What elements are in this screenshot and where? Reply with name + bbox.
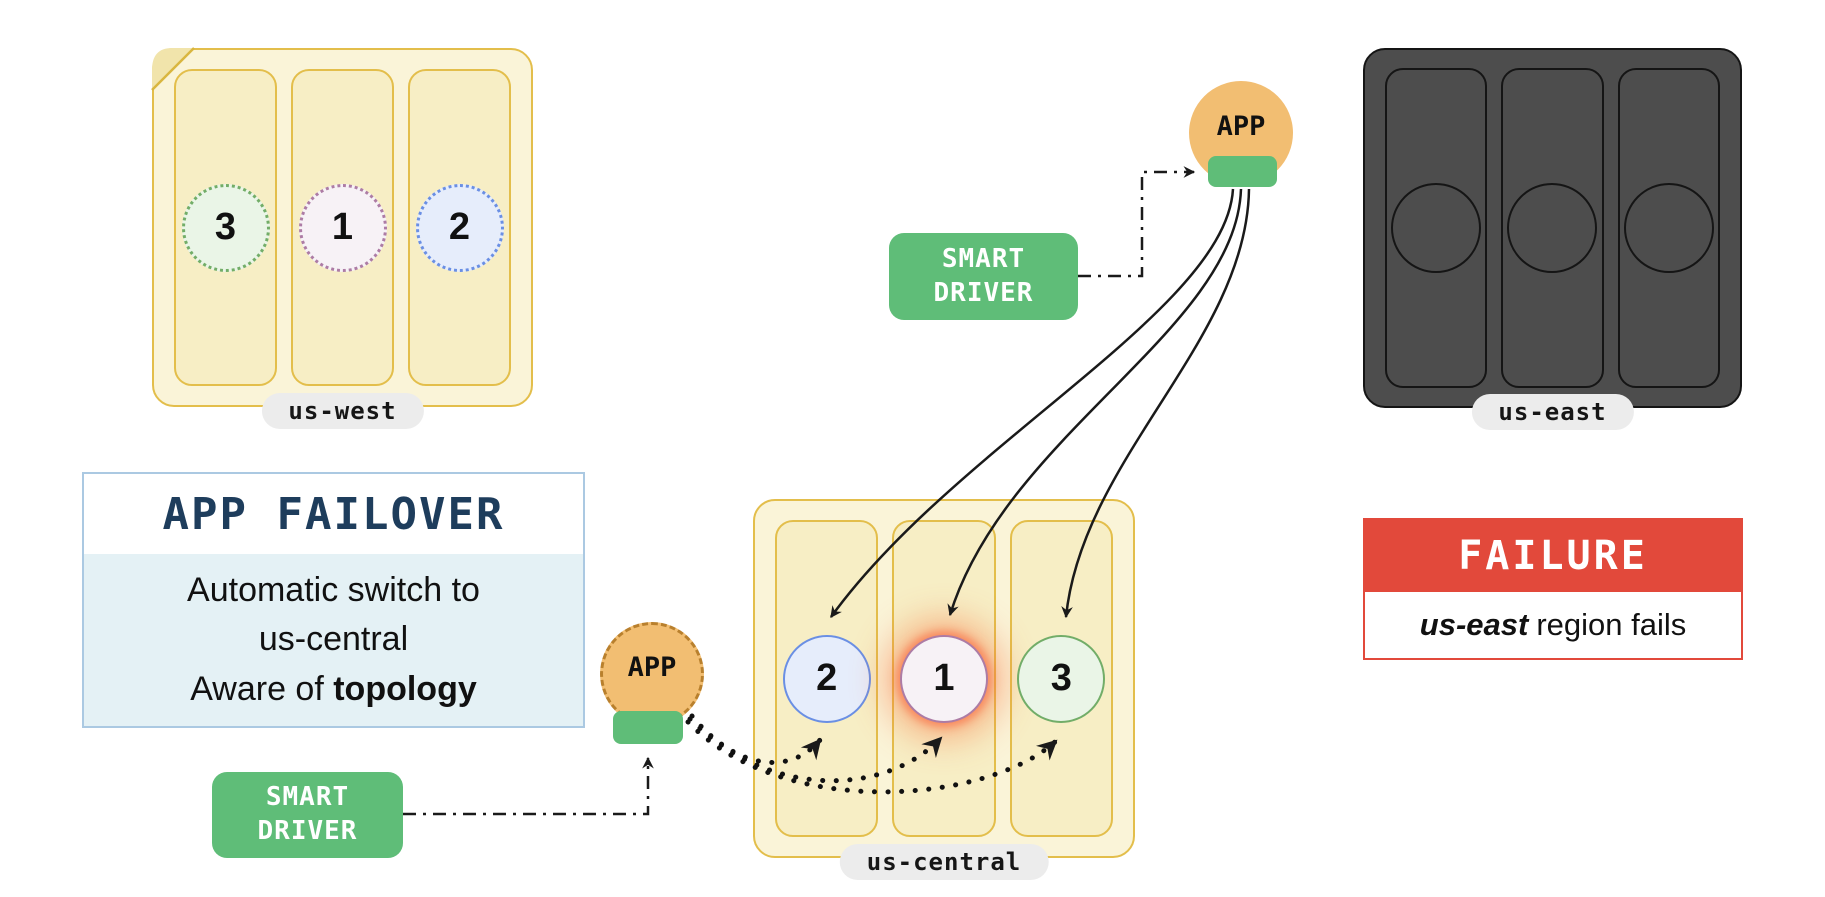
db-node-standby-2: 2 (415, 183, 504, 272)
app-failover-title: APP FAILOVER (84, 474, 583, 554)
app-failover-description: Automatic switch to us-central Aware of … (84, 554, 583, 726)
smart-driver-line1: SMART (265, 782, 350, 813)
app-node-active: APP (1189, 81, 1293, 185)
failure-region-name: us-east (1419, 607, 1529, 642)
us-central-availability-zones: 2 1 3 (755, 501, 1133, 856)
app-label: APP (627, 651, 677, 683)
us-east-availability-zones (1365, 50, 1740, 406)
failure-title: FAILURE (1365, 520, 1741, 592)
db-node-3: 3 (1017, 634, 1106, 723)
db-node-2: 2 (782, 634, 871, 723)
dashdot-bottom-driver-to-app (403, 756, 654, 816)
failover-line-1: Automatic switch to (187, 571, 480, 610)
region-label-us-east: us-east (1471, 394, 1634, 430)
us-west-zone-b: 1 (291, 69, 394, 386)
us-west-availability-zones: 3 1 2 (154, 50, 531, 405)
db-node-number: 2 (448, 206, 471, 248)
app-connection-port (1208, 156, 1277, 187)
failover-line-2: us-central (258, 620, 409, 659)
db-node-number: 2 (816, 657, 838, 699)
db-node-dead (1507, 183, 1598, 273)
failure-text: region fails (1536, 607, 1687, 642)
us-east-zone-a (1385, 68, 1488, 388)
smart-driver-line2: DRIVER (933, 277, 1034, 308)
db-node-standby-1: 1 (298, 183, 387, 272)
us-central-zone-b: 1 (892, 520, 996, 837)
app-label: APP (1216, 110, 1266, 142)
db-node-number: 1 (933, 657, 955, 699)
smart-driver-line1: SMART (941, 243, 1026, 274)
db-node-number: 3 (214, 206, 237, 248)
region-label-us-central: us-central (839, 844, 1049, 880)
us-central-zone-c: 3 (1009, 520, 1113, 837)
app-failover-callout: APP FAILOVER Automatic switch to us-cent… (82, 472, 585, 728)
db-node-standby-3: 3 (181, 183, 270, 272)
us-central-zone-a: 2 (775, 520, 879, 837)
smart-driver-top: SMART DRIVER (889, 233, 1078, 320)
dashdot-top-driver-to-app (1078, 166, 1196, 278)
failure-description: us-east region fails (1365, 592, 1741, 658)
failure-callout: FAILURE us-east region fails (1363, 518, 1743, 660)
region-us-central: 2 1 3 us-central (753, 499, 1135, 880)
db-node-number: 1 (331, 206, 354, 248)
failover-line-3: Aware of topology (190, 665, 477, 714)
smart-driver-line2: DRIVER (257, 816, 358, 846)
us-west-zone-a: 3 (174, 69, 277, 386)
us-east-zone-c (1617, 68, 1720, 388)
us-west-zone-c: 2 (408, 69, 511, 386)
failover-line-3-bold: topology (333, 669, 477, 708)
smart-driver-bottom: SMART DRIVER (212, 772, 403, 858)
failover-line-3-prefix: Aware of (190, 669, 324, 708)
us-east-zone-b (1501, 68, 1604, 388)
db-node-1-primary-highlighted: 1 (899, 634, 988, 723)
db-node-number: 3 (1050, 657, 1072, 699)
app-connection-port (613, 711, 683, 744)
db-node-dead (1623, 183, 1714, 273)
region-us-west: 3 1 2 us-west (152, 48, 533, 429)
db-node-dead (1391, 183, 1482, 273)
region-label-us-west: us-west (261, 393, 424, 429)
region-us-east-failed: us-east (1363, 48, 1742, 430)
